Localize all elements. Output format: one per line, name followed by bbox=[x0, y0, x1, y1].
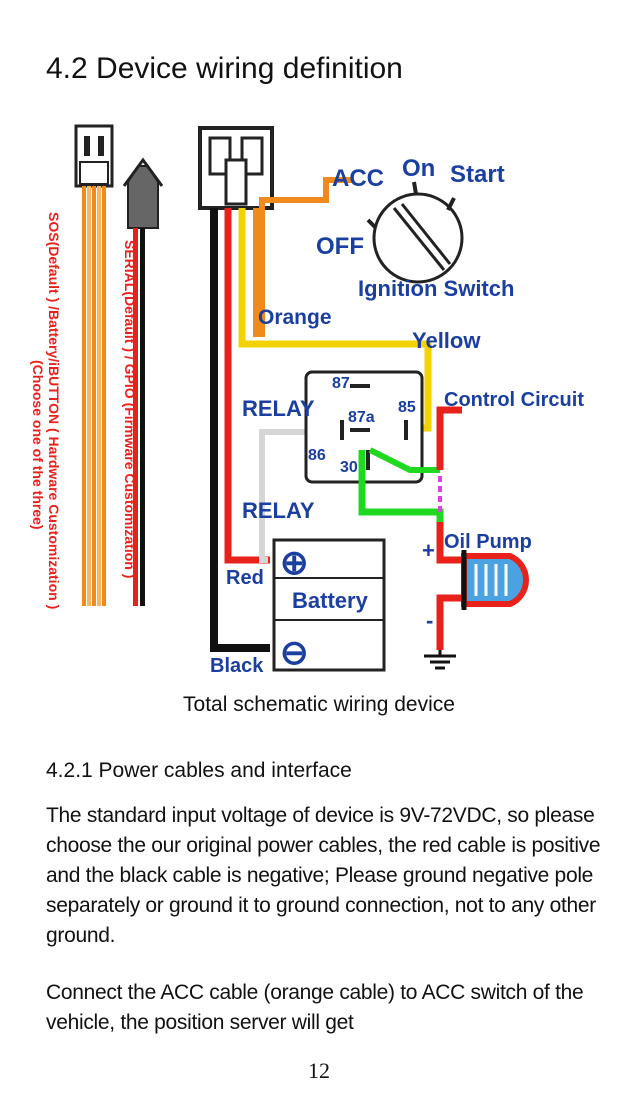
off-label: OFF bbox=[316, 233, 364, 260]
battery bbox=[272, 538, 386, 672]
right-connector-plug bbox=[122, 157, 164, 229]
oil-pump-wire-minus bbox=[436, 594, 464, 650]
yellow-label: Yellow bbox=[412, 328, 481, 353]
oil-pump-minus: - bbox=[426, 608, 433, 633]
ignition-switch-label: Ignition Switch bbox=[358, 276, 514, 301]
ground-icon bbox=[424, 650, 456, 670]
page-number: 12 bbox=[308, 1058, 330, 1083]
control-circuit-label: Control Circuit bbox=[444, 389, 584, 411]
battery-plus-icon: ⊕ bbox=[280, 544, 309, 582]
relay-pin-30: 30 bbox=[340, 459, 358, 476]
orange-wire bbox=[253, 177, 352, 337]
red-wire bbox=[224, 208, 270, 564]
green-wire bbox=[358, 450, 444, 522]
ignition-switch bbox=[366, 181, 464, 284]
left-connector-wires bbox=[82, 186, 106, 606]
battery-minus-icon: ⊖ bbox=[280, 634, 309, 672]
left-connector-plug bbox=[74, 124, 114, 188]
relay-pin-86: 86 bbox=[308, 447, 326, 464]
relay-pin-85: 85 bbox=[398, 399, 416, 416]
paragraph-1: The standard input voltage of device is … bbox=[46, 804, 601, 947]
battery-label: Battery bbox=[292, 588, 369, 613]
paragraph-2: Connect the ACC cable (orange cable) to … bbox=[46, 981, 584, 1034]
green-wire-2 bbox=[368, 447, 440, 473]
left-connector-label-2: (Choose one of the three) bbox=[30, 360, 46, 530]
right-connector-wires bbox=[133, 228, 145, 606]
control-circuit-wire bbox=[436, 406, 462, 470]
oil-pump-wire-plus bbox=[436, 522, 464, 564]
orange-label: Orange bbox=[258, 306, 332, 329]
white-wire bbox=[259, 429, 320, 563]
relay-label-bottom: RELAY bbox=[242, 498, 315, 523]
wiring-diagram: SOS(Default ) /Battery/iBUTTON ( Hardwar… bbox=[30, 124, 584, 677]
on-label: On bbox=[402, 155, 435, 182]
diagram-caption: Total schematic wiring device bbox=[183, 693, 455, 716]
relay-pin-87a: 87a bbox=[348, 409, 375, 426]
start-label: Start bbox=[450, 161, 505, 188]
relay-label-top: RELAY bbox=[242, 396, 315, 421]
red-label: Red bbox=[226, 567, 264, 589]
acc-label: ACC bbox=[332, 165, 384, 192]
black-wire bbox=[210, 208, 270, 652]
oil-pump-plus: + bbox=[422, 538, 435, 563]
left-connector-label: SOS(Default ) /Battery/iBUTTON ( Hardwar… bbox=[46, 212, 62, 609]
main-connector-plug bbox=[198, 126, 274, 210]
black-label: Black bbox=[210, 655, 264, 677]
relay-pin-87: 87 bbox=[332, 375, 350, 392]
subsection-title: 4.2.1 Power cables and interface bbox=[46, 759, 352, 782]
oil-pump bbox=[461, 550, 529, 610]
right-connector-label: SERIAL(Default ) / GPIO (Firmware Custom… bbox=[122, 240, 138, 578]
section-title: 4.2 Device wiring definition bbox=[46, 52, 403, 85]
oil-pump-label: Oil Pump bbox=[444, 531, 532, 553]
